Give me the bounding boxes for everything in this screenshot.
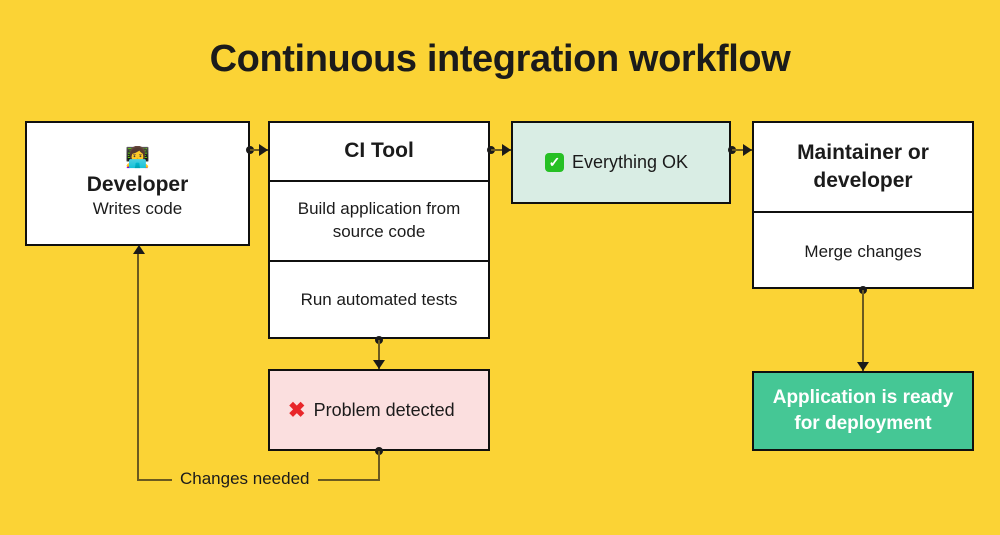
edge-developer-citool-arrowhead <box>259 144 268 156</box>
edge-citool-problem-arrowhead <box>373 360 385 369</box>
maintainer-action: Merge changes <box>754 211 972 291</box>
edge-ok-maintainer-line <box>732 149 752 151</box>
deployment-label: Application is ready for deployment <box>772 387 954 434</box>
node-maintainer[interactable]: Maintainer or developer Merge changes <box>752 121 974 289</box>
edge-maintainer-deploy-line <box>862 290 864 371</box>
edge-maintainer-deploy-arrowhead <box>857 362 869 371</box>
edge-citool-ok-arrowhead <box>502 144 511 156</box>
problem-detected-content: ✖ Problem detected <box>270 371 488 449</box>
cross-mark-icon: ✖ <box>288 398 306 422</box>
technologist-emoji-icon: 👩‍💻 <box>125 146 150 169</box>
developer-title: Developer <box>86 172 189 196</box>
node-ci-tool[interactable]: CI Tool Build application from source co… <box>268 121 490 339</box>
node-problem-detected[interactable]: ✖ Problem detected <box>268 369 490 451</box>
check-mark-button-icon: ✓ <box>545 153 564 172</box>
node-developer[interactable]: 👩‍💻 Developer Writes code <box>25 121 250 246</box>
edge-ok-maintainer-arrowhead <box>743 144 752 156</box>
edge-feedback-right-vertical <box>378 451 380 481</box>
node-everything-ok[interactable]: ✓ Everything OK <box>511 121 731 204</box>
ci-tool-header: CI Tool <box>344 139 414 163</box>
everything-ok-label: Everything OK <box>572 152 689 173</box>
developer-content: 👩‍💻 Developer Writes code <box>27 123 248 244</box>
edge-citool-problem-line <box>378 340 380 369</box>
ci-tool-step-tests: Run automated tests <box>270 260 488 339</box>
edge-feedback-arrowhead <box>133 245 145 254</box>
edge-feedback-left-vertical <box>137 252 139 481</box>
page-title: Continuous integration workflow <box>209 38 791 80</box>
ci-tool-step-build: Build application from source code <box>270 180 488 260</box>
problem-detected-label: Problem detected <box>313 399 455 420</box>
node-deployment-ready[interactable]: Application is ready for deployment <box>752 371 974 451</box>
edge-label-changes-needed: Changes needed <box>172 469 318 489</box>
maintainer-header: Maintainer or developer <box>797 140 929 192</box>
everything-ok-content: ✓ Everything OK <box>513 123 729 202</box>
edge-citool-ok-line <box>491 149 511 151</box>
developer-subtitle: Writes code <box>92 199 183 219</box>
